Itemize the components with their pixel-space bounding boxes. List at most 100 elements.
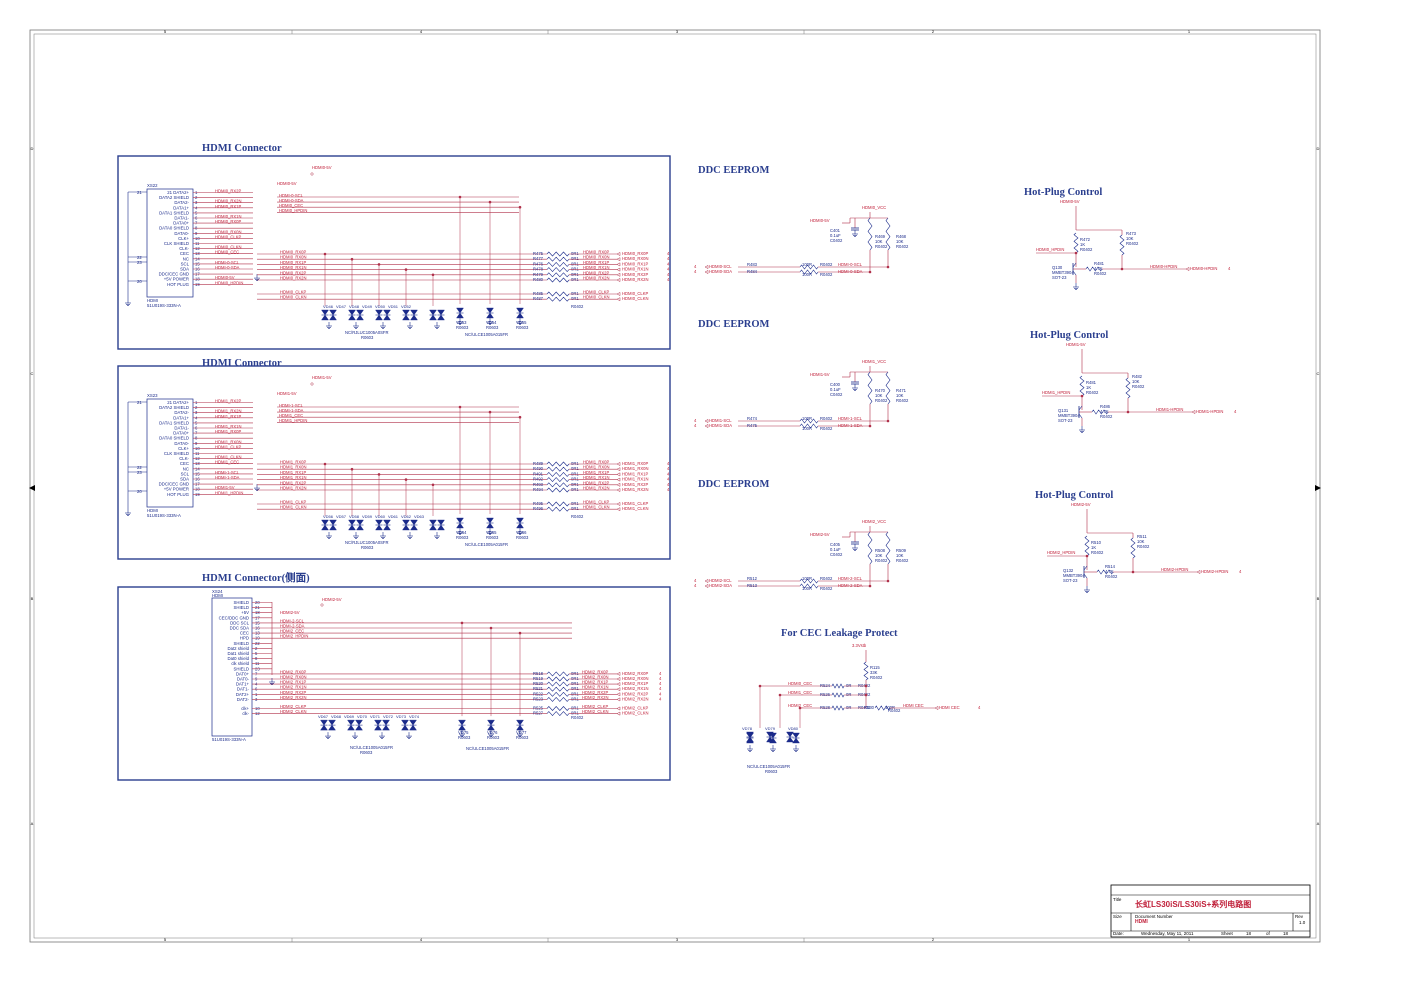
tvs-diode <box>320 724 328 731</box>
power-net: HDMI1-5V <box>312 375 332 380</box>
border-arrow <box>1315 485 1321 491</box>
resistor-ref: R510 <box>1091 540 1102 545</box>
transistor-ref: Q131 <box>1058 408 1069 413</box>
border-row-label: C <box>31 371 34 376</box>
border-col-label: 2 <box>932 937 935 942</box>
net-label: HDMI0_RX1N <box>280 265 307 270</box>
section-title-hot-plug: Hot-Plug Control <box>1030 330 1108 341</box>
offpage-connector <box>616 291 621 297</box>
offpage-connector <box>616 697 621 702</box>
tvs-diode <box>792 737 800 744</box>
net-label: HDMI2_CEC <box>788 703 812 708</box>
tvs-diode <box>516 307 524 314</box>
resistor-ref: R479 <box>533 272 544 277</box>
pin-label: HPD <box>240 636 249 641</box>
resistor-ref: R484 <box>747 269 758 274</box>
connector-sub: HDMI <box>212 593 223 598</box>
pin-label: DAT2- <box>237 697 250 702</box>
net-label: HDMI0_RX0P <box>583 250 610 255</box>
resistor <box>867 531 873 565</box>
resistor-ref: R528 <box>820 705 831 710</box>
tvs-diode <box>486 307 494 314</box>
tvs-pkg: R0603 <box>458 735 471 740</box>
resistor <box>546 461 570 467</box>
pin-label: clk shield <box>231 661 249 666</box>
tvs-diode <box>410 524 418 531</box>
resistor-pkg: R0402 <box>571 715 584 720</box>
resistor <box>885 531 891 565</box>
resistor-value: 10K <box>875 553 883 558</box>
resistor-value: 0R1 <box>571 296 579 301</box>
resistor-value: 0R1 <box>571 506 579 511</box>
pin-label: DATA0- <box>174 441 189 446</box>
net-label: HDMI0_RX2N <box>622 277 649 282</box>
tvs-pkg: R0603 <box>456 325 469 330</box>
net-label: HDMI-0-SDA <box>838 269 863 274</box>
resistor-pkg: R0402 <box>1137 544 1150 549</box>
cap-value: 0.1uF <box>830 233 841 238</box>
resistor-ref: R472 <box>1080 237 1091 242</box>
resistor-value: 100R <box>802 416 812 421</box>
offpage-connector <box>616 706 621 711</box>
border-col-label: 5 <box>164 937 167 942</box>
port-number: 4 <box>1239 569 1242 574</box>
pin-label: +5V <box>241 610 249 615</box>
tvs-diode <box>329 309 337 316</box>
resistor-ref: R476 <box>533 261 544 266</box>
net-label: HDMI1_HPDIN <box>215 490 243 495</box>
resistor-pkg: R0402 <box>888 708 901 713</box>
resistor <box>546 261 570 267</box>
net-label: HDMI-1-SDA <box>838 423 863 428</box>
diode-ref: VD67 <box>318 714 329 719</box>
net-label: HDMI CEC <box>939 705 960 710</box>
resistor <box>799 264 819 270</box>
pin-label: CEC <box>180 461 189 466</box>
diode-ref: VD73 <box>396 714 407 719</box>
resistor-ref: R509 <box>896 548 907 553</box>
transistor-pkg: SOT-23 <box>1058 418 1073 423</box>
hdmi-connector-frame <box>117 365 671 560</box>
pin-label: SHIELD <box>233 605 249 610</box>
tvs-pkg: R0603 <box>516 735 529 740</box>
tvs-ref: VD75 <box>458 730 469 735</box>
net-label: HDMI1_RX0P <box>622 461 649 466</box>
offpage-connector <box>616 257 621 262</box>
resistor-value: 0R1 <box>571 471 579 476</box>
date-text: Wednesday, May 11, 2011 <box>1141 931 1194 936</box>
tvs-diode <box>329 314 337 321</box>
port-number: 4 <box>659 691 662 696</box>
connector-ref: XS23 <box>147 393 158 398</box>
offpage-connector <box>616 251 621 257</box>
net-label: HDMI2_HPDIN <box>280 634 308 639</box>
resistor-pkg: R0402 <box>896 558 909 563</box>
resistor-value: 0R1 <box>571 461 579 466</box>
pin-label: NC <box>183 466 189 471</box>
pin-label: DAT0- <box>237 677 250 682</box>
tvs-diode <box>347 719 355 726</box>
connector-body <box>211 597 253 737</box>
tvs-ref: VD77 <box>516 730 527 735</box>
resistor-value: 0R1 <box>571 272 579 277</box>
resistor-pkg: R0402 <box>820 262 833 267</box>
transistor-pkg: SOT-23 <box>1052 275 1067 280</box>
net-label: HDMI1_CLKP <box>215 444 242 449</box>
tvs-diode <box>329 524 337 531</box>
section-title-cec-protect: For CEC Leakage Protect <box>781 628 898 639</box>
date-label: Date: <box>1113 931 1124 936</box>
tvs-diode <box>437 519 445 526</box>
net-label: HDMI1_CLKP <box>583 500 610 505</box>
resistor-ref: R480 <box>533 277 544 282</box>
resistor <box>546 251 570 257</box>
net-label: HDMI0_CLKP <box>280 290 307 295</box>
net-label: HDMI0_RX1P <box>622 261 649 266</box>
net-label: HDMI1_RX0P <box>215 429 242 434</box>
offpage-connector <box>616 267 621 272</box>
power-net: HDMI1-5V <box>810 372 830 377</box>
offpage-connector <box>616 687 621 692</box>
pin-label: CLK+ <box>178 446 189 451</box>
resistor-ref: R494 <box>533 487 544 492</box>
pin-label: DATA2- <box>174 200 189 205</box>
tvs-diode <box>516 719 524 726</box>
net-label: HDMI-2-SCL <box>838 576 863 581</box>
resistor-pkg: R0402 <box>875 398 888 403</box>
